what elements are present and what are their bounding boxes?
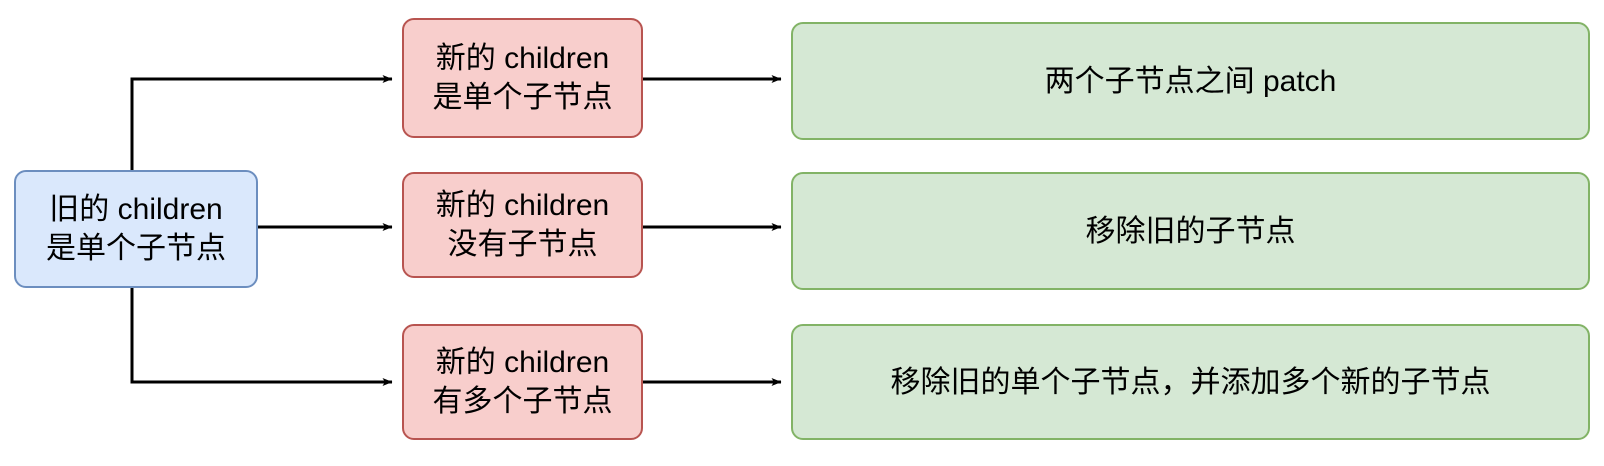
node-result-2[interactable]: 移除旧的子节点 [791,172,1590,290]
node-condition-1-line-1: 新的 children [435,42,610,75]
edge-source-to-condition-1 [130,75,393,170]
node-condition-2-line-2: 没有子节点 [447,228,598,261]
node-result-1[interactable]: 两个子节点之间 patch [791,22,1590,140]
edge-source-to-condition-3 [130,288,393,386]
node-condition-3-line-1: 新的 children [435,346,610,379]
node-condition-2[interactable]: 新的 children 没有子节点 [402,172,643,278]
node-condition-2-line-1: 新的 children [435,189,610,222]
node-condition-3-line-2: 有多个子节点 [432,385,613,418]
node-result-1-label: 两个子节点之间 patch [1044,64,1337,98]
node-result-3-label: 移除旧的单个子节点，并添加多个新的子节点 [890,365,1491,399]
node-result-3[interactable]: 移除旧的单个子节点，并添加多个新的子节点 [791,324,1590,440]
node-old-children[interactable]: 旧的 children 是单个子节点 [14,170,258,288]
node-result-2-label: 移除旧的子节点 [1085,214,1296,248]
node-old-children-line-2: 是单个子节点 [46,232,226,265]
node-condition-1[interactable]: 新的 children 是单个子节点 [402,18,643,138]
node-condition-1-line-2: 是单个子节点 [432,81,613,114]
node-old-children-line-1: 旧的 children [49,193,223,226]
node-condition-3[interactable]: 新的 children 有多个子节点 [402,324,643,440]
